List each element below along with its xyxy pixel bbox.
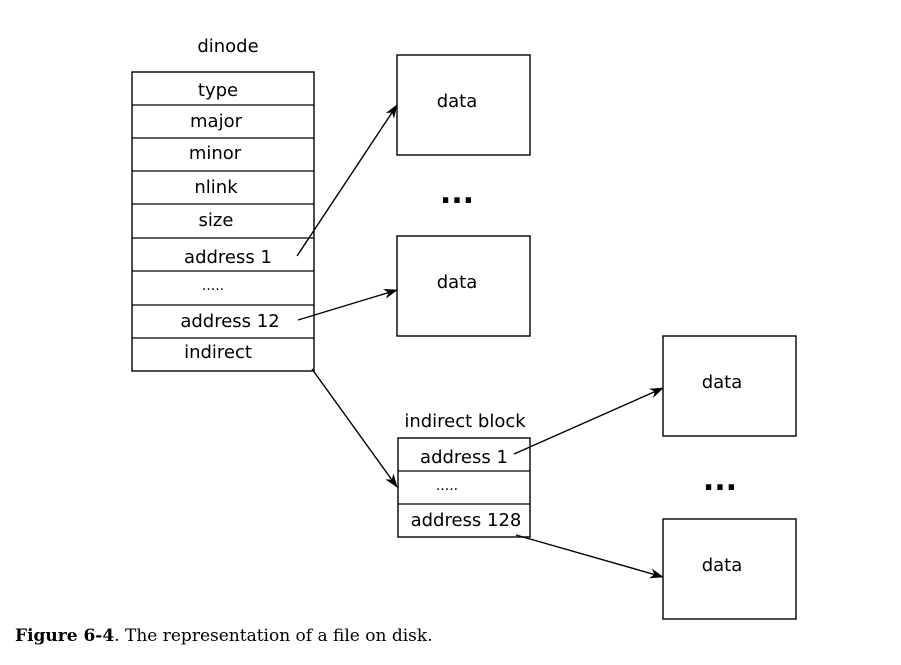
arrow-indirect-to-block (311, 368, 398, 488)
arrow-address1-to-data (296, 104, 398, 257)
dinode-field-major: major (190, 111, 243, 132)
indirect-block-title: indirect block (404, 411, 526, 432)
indirect-field-address-128: address 128 (411, 510, 522, 531)
dinode-field-indirect: indirect (184, 342, 252, 363)
data-block-1: data (396, 54, 531, 156)
data-block-3: data (662, 335, 797, 437)
data-block-4-label: data (702, 555, 743, 576)
dinode-box (131, 71, 315, 372)
dinode-field-size: size (199, 210, 234, 231)
data-block-4: data (662, 518, 797, 620)
data-block-2-label: data (437, 272, 478, 293)
file-representation-diagram: dinode type major minor nlink size addre… (131, 36, 797, 620)
caption-label: Figure 6-4 (15, 626, 115, 646)
data-blocks-ellipsis-1: ... (440, 176, 474, 211)
arrow-indirect-address1-to-data (513, 387, 664, 455)
dinode-table: type major minor nlink size address 1 ..… (131, 71, 315, 372)
dinode-field-minor: minor (189, 143, 242, 164)
data-block-1-label: data (437, 91, 478, 112)
arrow-indirect-address128-to-data (515, 534, 664, 579)
indirect-block-table: address 1 ..... address 128 (397, 437, 531, 538)
dinode-title: dinode (197, 36, 258, 57)
arrow-address12-to-data (297, 288, 398, 321)
figure-caption: Figure 6-4. The representation of a file… (15, 626, 433, 646)
indirect-field-ellipsis: ..... (436, 478, 458, 494)
data-block-3-label: data (702, 372, 743, 393)
indirect-field-address-1: address 1 (420, 447, 508, 468)
dinode-field-type: type (198, 80, 238, 101)
data-block-2: data (396, 235, 531, 337)
dinode-field-address-1: address 1 (184, 247, 272, 268)
dinode-field-address-12: address 12 (180, 311, 279, 332)
dinode-field-ellipsis: ..... (202, 278, 224, 294)
dinode-field-nlink: nlink (194, 177, 238, 198)
caption-text: . The representation of a file on disk. (114, 626, 433, 646)
data-blocks-ellipsis-2: ... (703, 463, 737, 498)
